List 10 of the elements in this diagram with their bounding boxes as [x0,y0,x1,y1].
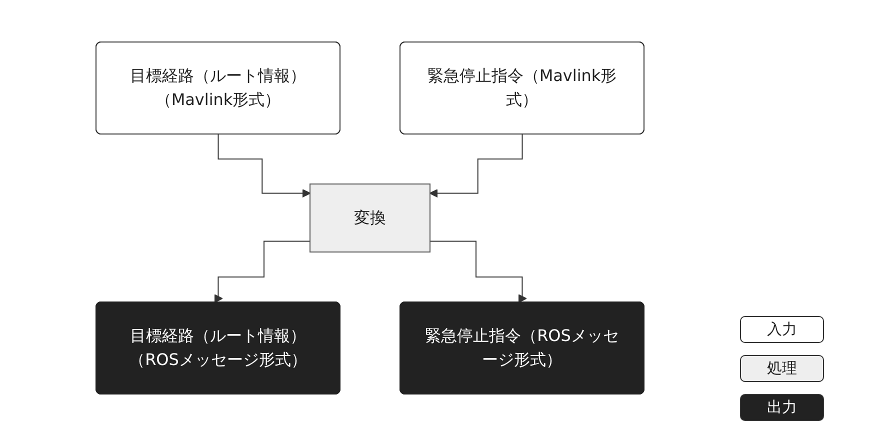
arrow [214,240,310,302]
node-text: 緊急停止指令（Mavlink形式） [427,66,617,108]
legend-key: 処理 [740,355,824,382]
arrow [218,134,311,198]
arrow [429,134,523,198]
node-box: 変換 [310,183,430,252]
legend-key: 出力 [740,394,824,421]
arrow [430,240,527,302]
node-text: 目標経路（ルート情報）（Mavlink形式） [130,66,306,108]
legend-key: 入力 [740,316,824,343]
